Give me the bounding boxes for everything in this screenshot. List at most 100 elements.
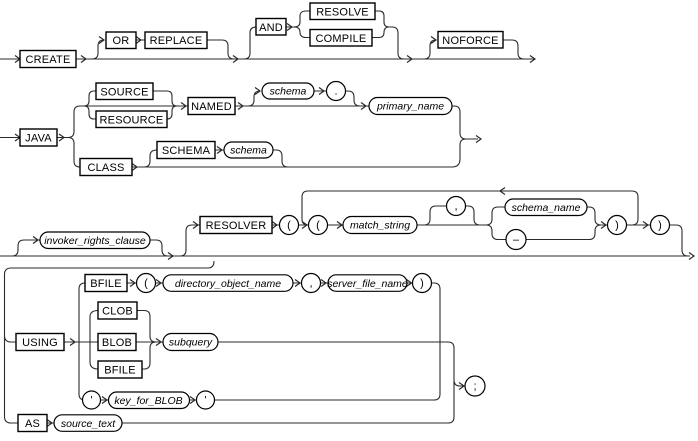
node-as: AS (17, 413, 48, 433)
keyword-box (199, 215, 273, 235)
node-source-text: source_text (53, 414, 123, 432)
param-oval (162, 332, 219, 352)
param-label: source_text (61, 418, 116, 430)
punct-label: ( (144, 278, 148, 290)
punct-label: ' (204, 395, 206, 407)
keyword-box (17, 413, 48, 433)
node-replace: REPLACE (144, 31, 208, 50)
node-directory-object-name: directory_object_name (162, 274, 294, 292)
node-server-file-name: server_file_name (327, 274, 408, 292)
param-label: subquery (169, 337, 213, 349)
row4-connectors (3, 260, 464, 424)
node-subquery: subquery (162, 332, 219, 352)
node-lparen-outer: ( (278, 214, 300, 236)
node-quote-close: ' (195, 390, 216, 410)
keyword-label: RESOLVER (206, 220, 267, 232)
node-noforce: NOFORCE (437, 30, 504, 49)
keyword-label: CREATE (25, 54, 70, 66)
punct-label: ( (287, 220, 291, 232)
node-schema2-param: schema (223, 141, 274, 159)
node-schema-param: schema (261, 82, 315, 100)
node-or: OR (105, 31, 137, 50)
punct-circle (411, 272, 433, 294)
keyword-box (95, 110, 168, 129)
keyword-label: RESOLVE (316, 6, 369, 18)
keyword-label: SCHEMA (162, 145, 211, 157)
node-create: CREATE (19, 49, 77, 69)
param-oval (327, 274, 408, 292)
param-label: primary_name (376, 101, 444, 113)
punct-label: ) (420, 278, 424, 290)
param-label: match_string (350, 220, 410, 232)
punct-circle (278, 214, 300, 236)
node-invoker-rights-clause: invoker_rights_clause (39, 231, 151, 250)
node-semicolon: ; (464, 375, 486, 397)
punct-circle (135, 272, 157, 294)
param-oval (504, 198, 588, 217)
node-rparen-outer: ) (649, 214, 671, 236)
node-using: USING (15, 332, 65, 352)
param-oval (261, 82, 315, 100)
param-label: schema (230, 145, 267, 157)
node-source: SOURCE (95, 82, 154, 101)
node-blob: BLOB (97, 332, 137, 352)
node-comma-bfile: , (300, 272, 322, 294)
keyword-label: RESOURCE (100, 114, 164, 126)
keyword-label: CLOB (102, 305, 133, 317)
node-resolver: RESOLVER (199, 215, 273, 235)
param-oval (107, 391, 191, 410)
param-label: schema (270, 86, 307, 98)
node-quote-open: ' (81, 390, 102, 410)
param-oval (223, 141, 274, 159)
node-rparen-inner: ) (606, 214, 628, 236)
punct-circle (81, 390, 102, 410)
param-label: directory_object_name (175, 278, 281, 290)
node-resource: RESOURCE (95, 110, 168, 129)
keyword-label: JAVA (25, 132, 52, 144)
punct-label: , (454, 201, 457, 213)
punct-circle (445, 195, 467, 217)
keyword-box (79, 157, 133, 177)
punct-circle (300, 272, 322, 294)
keyword-box (156, 140, 216, 160)
keyword-box (187, 96, 236, 116)
node-rparen-bfile: ) (411, 272, 433, 294)
keyword-label: COMPILE (316, 33, 367, 45)
keyword-label: AS (25, 418, 40, 430)
punct-circle (649, 214, 671, 236)
punct-label: . (334, 86, 337, 98)
keyword-box (309, 2, 376, 21)
node-primary-name: primary_name (368, 96, 453, 116)
node-bfile-top: BFILE (84, 273, 128, 293)
keyword-label: BFILE (104, 364, 136, 376)
node-class: CLASS (79, 157, 133, 177)
keyword-box (19, 128, 58, 147)
punct-label: ' (90, 395, 92, 407)
punct-circle (325, 80, 347, 102)
punct-circle (195, 390, 216, 410)
node-comma-optional: , (445, 195, 467, 217)
param-label: schema_name (512, 202, 581, 214)
node-lparen-inner: ( (307, 214, 329, 236)
node-key-for-blob: key_for_BLOB (107, 391, 191, 410)
param-oval (39, 231, 151, 250)
node-resolve: RESOLVE (309, 2, 376, 21)
punct-label: , (309, 278, 312, 290)
keyword-label: NOFORCE (442, 35, 498, 47)
punct-label: ( (316, 220, 320, 232)
keyword-box (437, 30, 504, 49)
punct-circle (464, 375, 486, 397)
keyword-box (19, 49, 77, 69)
node-compile: COMPILE (309, 28, 373, 47)
node-dot: . (325, 80, 347, 102)
punct-label: ) (658, 220, 662, 232)
keyword-box (97, 360, 143, 379)
node-lparen-bfile: ( (135, 272, 157, 294)
param-label: invoker_rights_clause (44, 235, 146, 247)
keyword-box (15, 332, 65, 352)
keyword-box (255, 17, 287, 36)
punct-circle (505, 228, 527, 251)
keyword-box (95, 82, 154, 101)
